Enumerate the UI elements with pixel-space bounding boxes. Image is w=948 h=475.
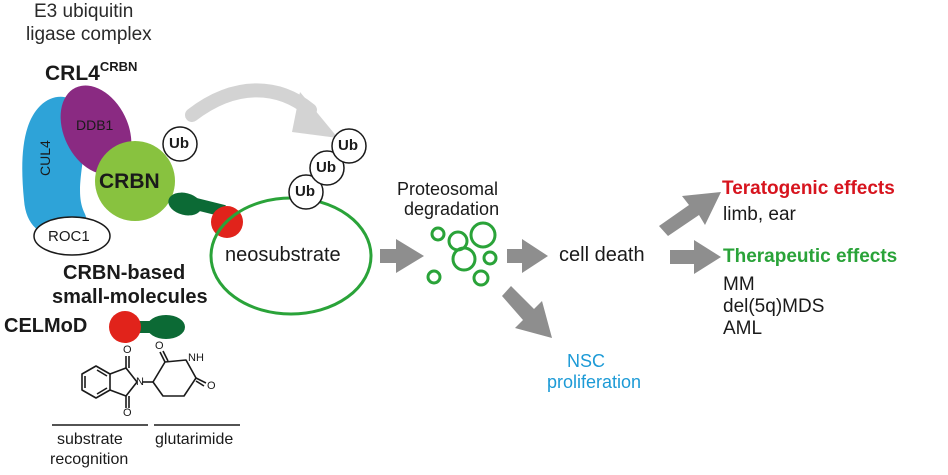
- complex-name-superscript: CRBN: [99, 59, 138, 74]
- arrow-to-degradation: [380, 239, 424, 273]
- arrow-to-cell-death: [507, 239, 548, 273]
- celmod-warhead: [109, 311, 141, 343]
- ddb1-label: DDB1: [76, 117, 114, 133]
- atom-o-bottom: O: [123, 407, 132, 419]
- ubiquitin-chain-3: [331, 128, 367, 164]
- arrow-to-therapeutic: [670, 240, 721, 274]
- celmod-label: CELMoD: [4, 315, 88, 337]
- atom-nh: NH: [188, 352, 204, 364]
- ubiquitin-label-chain-3: Ub: [338, 137, 358, 154]
- degradation-line2: degradation: [404, 199, 500, 219]
- ubiquitin-transfer-arrow: [185, 83, 317, 122]
- glutarimide-label: glutarimide: [155, 431, 234, 448]
- degradation-fragments: [426, 221, 498, 287]
- roc1-subunit: [33, 216, 111, 256]
- arrow-to-teratogenic: [659, 192, 721, 236]
- ubiquitin-on-crbn: [162, 126, 198, 162]
- ubiquitin-chain-2: [309, 150, 345, 186]
- neosubstrate-label: neosubstrate: [225, 244, 341, 266]
- atom-n: N: [136, 376, 144, 388]
- therapeutic-item: AML: [723, 318, 763, 339]
- crbn-subunit: [95, 141, 175, 221]
- nsc-label-line2: proliferation: [547, 372, 642, 392]
- complex-name: CRL4CRBN: [45, 60, 137, 84]
- bound-molecule-glutarimide: [168, 192, 202, 216]
- nsc-label-line1: NSC: [567, 351, 606, 371]
- atom-o-top: O: [123, 344, 132, 356]
- ubiquitin-transfer-arrowhead: [292, 92, 338, 138]
- cell-death-label: cell death: [559, 244, 645, 266]
- crbn-label: CRBN: [99, 170, 160, 193]
- degradation-line1: Proteosomal: [397, 179, 499, 199]
- complex-title-line1: E3 ubiquitin: [34, 1, 134, 22]
- substrate-label-line1: substrate: [57, 431, 123, 448]
- ubiquitin-chain-1: [288, 174, 324, 210]
- arrow-to-nsc: [502, 286, 552, 338]
- therapeutic-item: del(5q)MDS: [723, 296, 825, 317]
- atom-o-imide-right: O: [207, 380, 216, 392]
- celmod-glutarimide: [147, 315, 185, 339]
- complex-name-base: CRL4: [45, 62, 100, 85]
- teratogenic-detail: limb, ear: [723, 204, 796, 225]
- therapeutic-item: MM: [723, 274, 755, 295]
- ubiquitin-label-crbn: Ub: [169, 135, 189, 152]
- complex-title-line2: ligase complex: [26, 24, 152, 45]
- cul4-label: CUL4: [37, 140, 53, 176]
- substrate-label-line2: recognition: [50, 451, 129, 468]
- ubiquitin-label-chain-2: Ub: [316, 159, 336, 176]
- molecules-line1: CRBN-based: [63, 262, 186, 284]
- chemical-structure: [81, 350, 207, 408]
- atom-o-imide-top: O: [155, 340, 164, 352]
- therapeutic-title: Therapeutic effects: [723, 246, 898, 267]
- roc1-label: ROC1: [48, 228, 90, 245]
- molecules-line2: small-molecules: [52, 286, 208, 308]
- teratogenic-title: Teratogenic effects: [722, 178, 895, 199]
- ubiquitin-label-chain-1: Ub: [295, 183, 315, 200]
